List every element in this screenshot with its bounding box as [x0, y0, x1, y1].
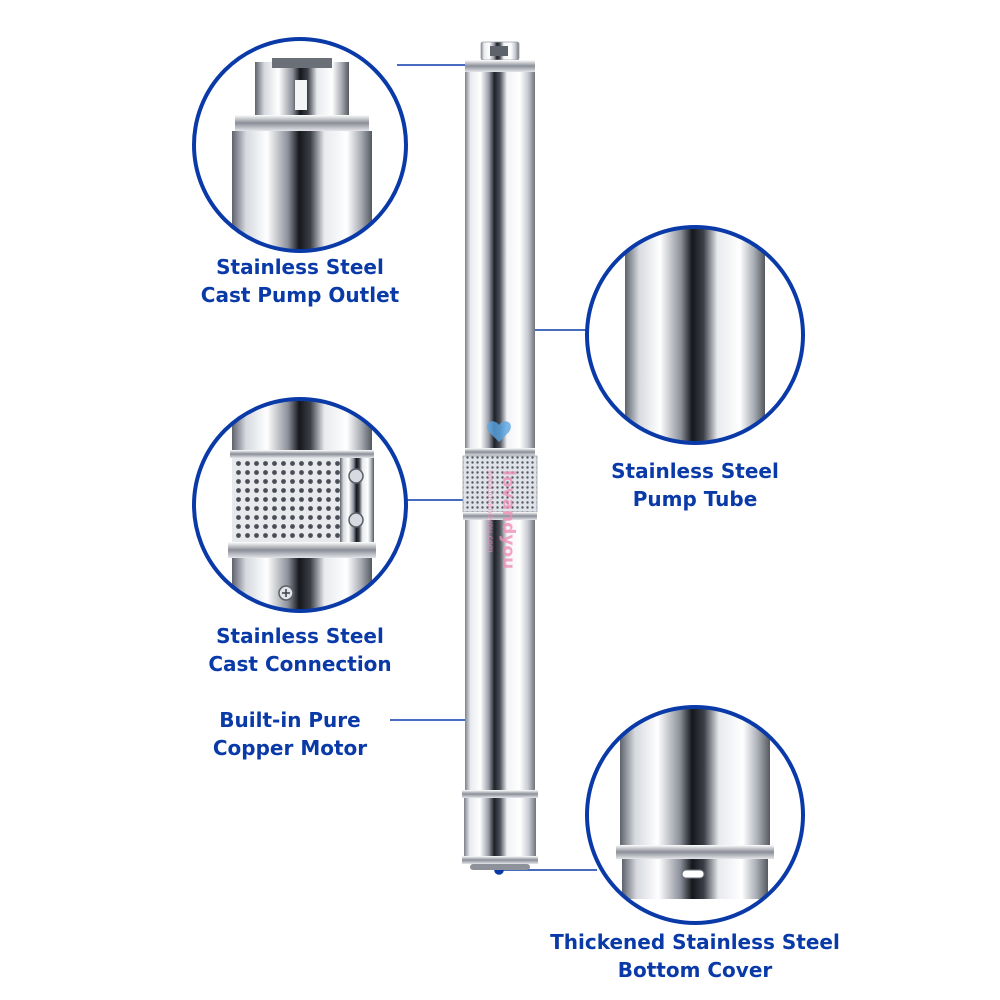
label-bottom-cover: Thickened Stainless Steel Bottom Cover	[540, 928, 850, 984]
label-line-1: Stainless Steel	[611, 459, 779, 483]
label-cast-connection: Stainless Steel Cast Connection	[190, 622, 410, 678]
label-line-2: Pump Tube	[632, 487, 758, 511]
detail-circle-bottom	[585, 705, 805, 925]
label-line-1: Thickened Stainless Steel	[550, 930, 840, 954]
watermark: lovandyou www.lovandyou.com	[486, 421, 518, 569]
label-line-2: Bottom Cover	[617, 958, 773, 982]
detail-circle-tube	[585, 225, 805, 445]
label-cast-pump-outlet: Stainless Steel Cast Pump Outlet	[190, 253, 410, 309]
label-line-2: Cast Connection	[208, 652, 392, 676]
detail-circle-connection	[192, 397, 408, 613]
detail-circle-outlet	[192, 37, 408, 253]
heart-logo-icon	[487, 421, 511, 442]
watermark-brand: lovandyou	[498, 470, 518, 569]
label-line-1: Built-in Pure	[219, 708, 361, 732]
label-copper-motor: Built-in Pure Copper Motor	[200, 706, 380, 762]
submersible-pump	[462, 41, 538, 870]
label-line-1: Stainless Steel	[216, 624, 384, 648]
watermark-site: www.lovandyou.com	[486, 470, 495, 553]
label-line-2: Copper Motor	[212, 736, 368, 760]
label-line-1: Stainless Steel	[216, 255, 384, 279]
label-pump-tube: Stainless Steel Pump Tube	[585, 457, 805, 513]
label-line-2: Cast Pump Outlet	[200, 283, 400, 307]
